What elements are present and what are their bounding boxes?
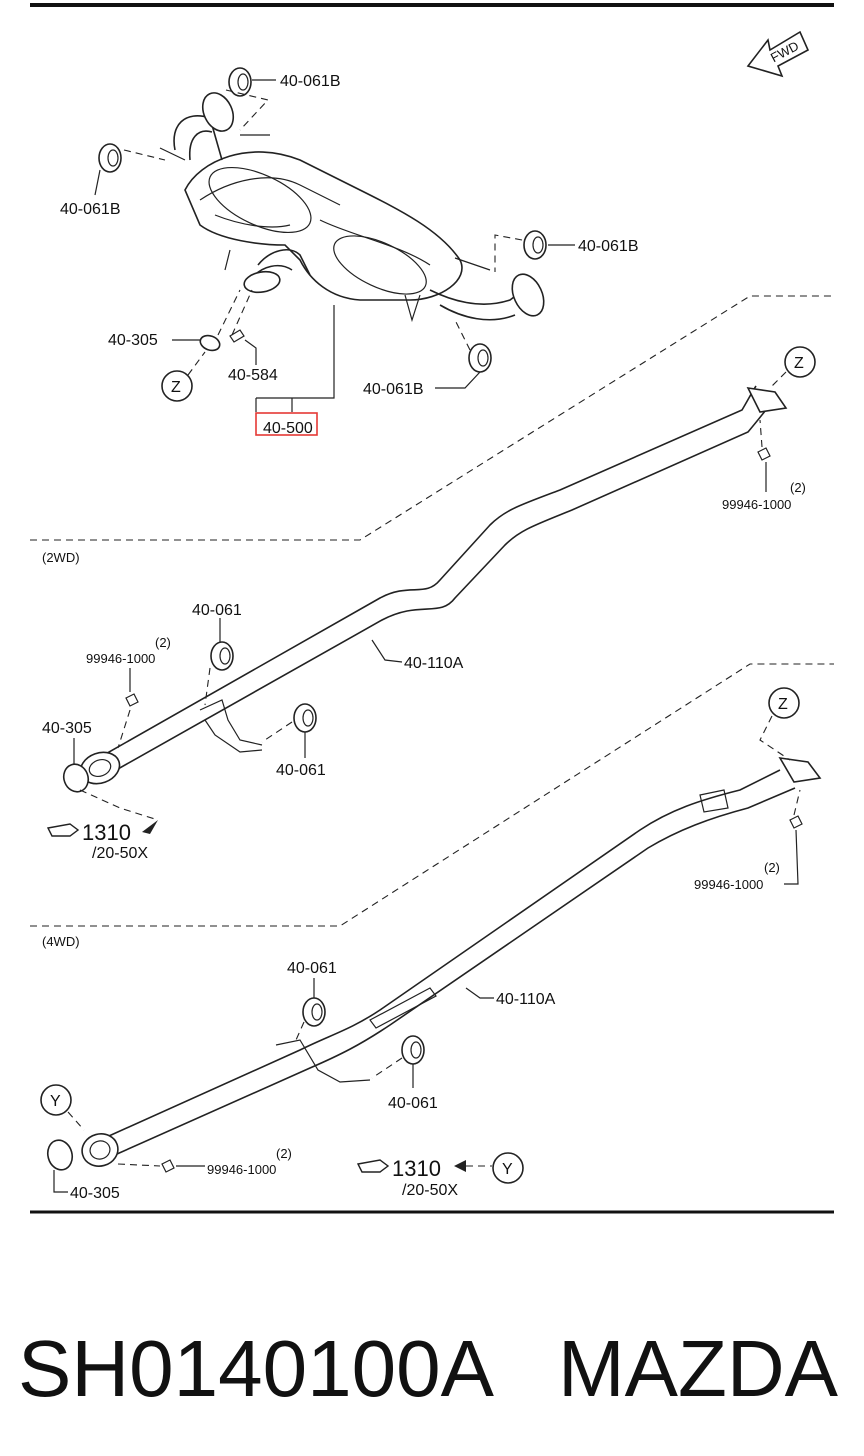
- silencer-assembly: [159, 92, 545, 323]
- label-gasket-2wd: 40-305: [42, 720, 92, 737]
- leader-pipe-2wd: [371, 639, 403, 663]
- gasket-2wd: [62, 738, 90, 793]
- callout-z-2wd: Z: [769, 346, 816, 389]
- gasket-upper: [172, 289, 253, 352]
- nut-4wd-front: [117, 1159, 205, 1173]
- hanger-2wd-lower: [261, 703, 317, 758]
- label-hanger-b-top: 40-061B: [280, 73, 341, 90]
- hanger-4wd-lower: [371, 1035, 425, 1088]
- label-hanger-2wd-lower: 40-061: [276, 762, 326, 779]
- label-hanger-b-right: 40-061B: [578, 238, 639, 255]
- hand-pointer-icon-4wd: [356, 1159, 390, 1173]
- footer-brand: MAZDA: [558, 1324, 839, 1413]
- nut-4wd-rear: [784, 789, 803, 885]
- label-nut-4wd-rear: 99946-1000: [694, 877, 763, 892]
- section-2wd: (2WD): [42, 550, 80, 565]
- label-pipe-2wd: 40-110A: [404, 655, 464, 672]
- leader-silencer: [255, 305, 335, 412]
- divider-lower: [30, 663, 834, 927]
- label-nut-4wd-front: 99946-1000: [207, 1162, 276, 1177]
- qty-4wd-front: (2): [276, 1146, 292, 1161]
- label-bolt-584: 40-584: [228, 367, 278, 384]
- label-hanger-2wd-upper: 40-061: [192, 602, 242, 619]
- hand-pointer-icon: [46, 823, 80, 837]
- qty-4wd-rear: (2): [764, 860, 780, 875]
- nut-2wd-front: [117, 668, 139, 749]
- hanger-b-bottom: [435, 319, 492, 389]
- section-4wd: (4WD): [42, 934, 80, 949]
- label-silencer: 40-500: [263, 420, 313, 437]
- label-nut-2wd-rear: 99946-1000: [722, 497, 791, 512]
- hanger-b-right: [494, 230, 575, 272]
- ref-sub-4wd: /20-50X: [402, 1182, 458, 1199]
- label-hanger-4wd-upper: 40-061: [287, 960, 337, 977]
- callout-z-4wd: Z: [759, 687, 800, 761]
- hanger-4wd-upper: [295, 978, 326, 1041]
- nut-2wd-rear: [757, 419, 771, 492]
- divider-upper: [30, 295, 834, 541]
- label-pipe-4wd: 40-110A: [496, 991, 556, 1008]
- qty-2wd-front: (2): [155, 635, 171, 650]
- qty-2wd-rear: (2): [790, 480, 806, 495]
- footer-code: SH0140100A: [18, 1324, 495, 1413]
- svg-text:Z: Z: [171, 379, 181, 396]
- ref-num-2wd: 1310: [82, 820, 131, 845]
- label-hanger-b-left: 40-061B: [60, 201, 121, 218]
- ref-num-4wd: 1310: [392, 1156, 441, 1181]
- hanger-b-left: [94, 143, 166, 196]
- bolt-upper: [229, 329, 257, 365]
- label-hanger-4wd-lower: 40-061: [388, 1095, 438, 1112]
- gasket-4wd: [46, 1139, 74, 1193]
- label-nut-2wd-front: 99946-1000: [86, 651, 155, 666]
- fwd-arrow-icon: FWD: [746, 30, 810, 78]
- ref-4wd: Y: [356, 1152, 524, 1184]
- svg-text:Y: Y: [50, 1093, 61, 1110]
- label-gasket-4wd: 40-305: [70, 1185, 120, 1202]
- label-gasket-upper: 40-305: [108, 332, 158, 349]
- highlight-box: [255, 412, 318, 436]
- label-hanger-b-bottom: 40-061B: [363, 381, 424, 398]
- hanger-2wd-upper: [204, 618, 234, 706]
- leader-pipe-4wd: [465, 987, 494, 999]
- hanger-b-top: [225, 67, 276, 131]
- callout-y-left: Y: [40, 1084, 85, 1131]
- svg-text:Z: Z: [778, 696, 788, 713]
- pipe-2wd: [79, 385, 788, 785]
- ref-sub-2wd: /20-50X: [92, 845, 148, 862]
- svg-text:Z: Z: [794, 355, 804, 372]
- callout-y-right: Y: [502, 1161, 513, 1178]
- callout-z-upper: Z: [161, 351, 206, 402]
- pipe-4wd: [81, 756, 822, 1167]
- ref-2wd: [46, 789, 159, 837]
